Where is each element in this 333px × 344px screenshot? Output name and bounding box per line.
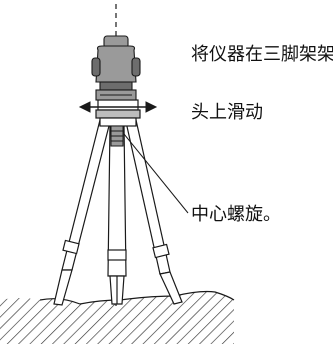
instrument	[91, 35, 141, 101]
move-arrow-icon	[78, 101, 158, 113]
center-screw	[110, 125, 124, 147]
slide-instruction-line1: 将仪器在三脚架架	[191, 44, 333, 65]
slide-instruction-line2: 头上滑动	[191, 102, 263, 123]
center-screw-label: 中心螺旋。	[191, 204, 281, 225]
tripod-head	[95, 99, 141, 127]
center-screw-leader	[123, 133, 189, 214]
tripod-legs	[53, 119, 183, 306]
